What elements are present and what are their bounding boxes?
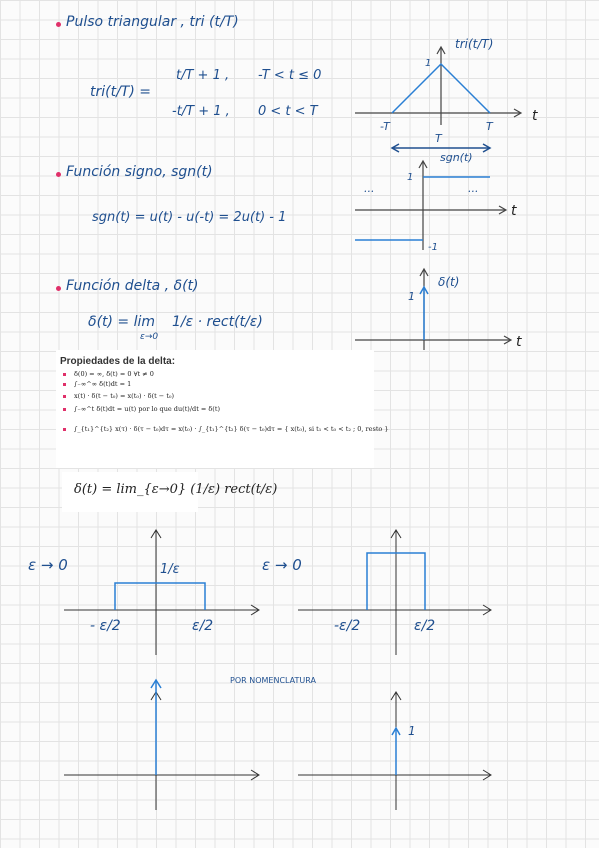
tri-case1-expr: t/T + 1 , bbox=[176, 68, 230, 83]
tri-peak-label: 1 bbox=[425, 58, 431, 69]
properties-title: Propiedades de la delta: bbox=[60, 356, 176, 367]
rect-wide-pulse bbox=[114, 582, 206, 610]
tri-ylabel: tri(t/T) bbox=[455, 37, 493, 51]
impulse-right-graph bbox=[298, 691, 492, 810]
sgn-xlabel: t bbox=[511, 203, 517, 219]
tri-width-label: T bbox=[435, 132, 443, 145]
properties-list: δ(0) = ∞, δ(t) = 0 ∀t ≠ 0 ∫₋∞^∞ δ(t)dt =… bbox=[60, 370, 389, 447]
rect-right-neg-label: -ε/2 bbox=[334, 618, 361, 634]
sgn-ylabel: sgn(t) bbox=[440, 151, 473, 164]
sgn-formula: sgn(t) = u(t) - u(-t) = 2u(t) - 1 bbox=[92, 210, 287, 225]
tri-right-label: T bbox=[486, 120, 494, 133]
sgn-bottom-label: -1 bbox=[428, 242, 438, 253]
rect-narrow-graph bbox=[298, 529, 492, 655]
rect-left-pos-label: ε/2 bbox=[192, 618, 214, 634]
rect-left-neg-label: - ε/2 bbox=[90, 618, 121, 634]
bullet-tri bbox=[56, 22, 61, 27]
nomenclature-label: POR NOMENCLATURA bbox=[230, 676, 316, 685]
delta-formula-lhs: δ(t) = lim bbox=[88, 314, 156, 330]
tri-heading: Pulso triangular , tri (t/T) bbox=[66, 14, 239, 30]
delta-impulse-label: 1 bbox=[408, 290, 415, 303]
tri-width-arrow-right bbox=[482, 143, 492, 153]
tri-left-label: -T bbox=[380, 120, 391, 133]
bullet-sgn bbox=[56, 172, 61, 177]
property-item: x(t) · δ(t − t₀) = x(t₀) · δ(t − t₀) bbox=[60, 392, 389, 405]
tri-case2-expr: -t/T + 1 , bbox=[172, 104, 230, 119]
delta-formula-rhs: 1/ε · rect(t/ε) bbox=[172, 314, 263, 330]
delta-x-arrowhead bbox=[503, 335, 513, 345]
sgn-top-label: 1 bbox=[407, 172, 413, 183]
sgn-x-arrowhead bbox=[498, 205, 508, 215]
property-item: ∫₋∞^∞ δ(t)dt = 1 bbox=[60, 380, 389, 392]
impulse-left-spike-arrowhead bbox=[150, 678, 162, 689]
rect-right-pos-label: ε/2 bbox=[414, 618, 436, 634]
tri-pulse-curve bbox=[391, 62, 491, 114]
tri-case1-cond: -T < t ≤ 0 bbox=[258, 68, 322, 83]
delta-graph: δ(t) t 1 bbox=[355, 267, 522, 350]
impulse-one-label: 1 bbox=[408, 724, 416, 738]
properties-panel bbox=[56, 350, 374, 468]
rect-height-label: 1/ε bbox=[160, 562, 180, 577]
delta-formula-sub: ε→0 bbox=[140, 332, 159, 342]
property-item: ∫_{t₁}^{t₂} x(τ) · δ(τ − t₀)dτ = x(t₀) ·… bbox=[60, 425, 389, 447]
bullet-delta bbox=[56, 286, 61, 291]
tri-x-arrowhead bbox=[513, 108, 523, 118]
sgn-dots-right: ... bbox=[468, 182, 479, 195]
rect-narrow-x-arrowhead bbox=[482, 604, 492, 616]
impulse-left-x-arrowhead bbox=[250, 769, 260, 781]
delta-y-arrowhead bbox=[419, 267, 429, 277]
tri-width-arrow-left bbox=[390, 143, 400, 153]
tri-xlabel: t bbox=[532, 108, 538, 124]
impulse-left-graph bbox=[64, 678, 260, 810]
property-item: ∫₋∞^t δ(t)dt = u(t) por lo que du(t)/dt … bbox=[60, 405, 389, 425]
tri-case2-cond: 0 < t < T bbox=[258, 104, 318, 119]
delta-ylabel: δ(t) bbox=[438, 275, 459, 289]
rect-narrow-pulse bbox=[366, 552, 426, 610]
rect-narrow-y-arrowhead bbox=[390, 529, 402, 539]
tri-graph: tri(t/T) t 1 -T T T bbox=[355, 37, 538, 153]
impulse-right-y-arrowhead bbox=[390, 691, 402, 701]
rect-wide-x-arrowhead bbox=[250, 604, 260, 616]
delta-impulse-arrowhead bbox=[419, 285, 429, 295]
sgn-dots-left: ... bbox=[364, 182, 375, 195]
rect-wide-graph bbox=[64, 529, 260, 655]
delta-heading: Función delta , δ(t) bbox=[66, 278, 199, 294]
tri-lhs: tri(t/T) = bbox=[90, 84, 151, 100]
tri-y-arrowhead bbox=[436, 45, 446, 55]
limit-arrow-right: ε → 0 bbox=[262, 556, 302, 574]
limit-arrow-left: ε → 0 bbox=[28, 556, 68, 574]
rect-wide-y-arrowhead bbox=[150, 529, 162, 539]
sgn-heading: Función signo, sgn(t) bbox=[66, 164, 213, 180]
sgn-graph: sgn(t) t 1 -1 ... ... bbox=[355, 151, 517, 253]
delta-def-formula: δ(t) = lim_{ε→0} (1/ε) rect(t/ε) bbox=[74, 482, 278, 497]
delta-xlabel: t bbox=[516, 334, 522, 350]
impulse-right-x-arrowhead bbox=[482, 769, 492, 781]
delta-def-panel bbox=[62, 472, 198, 512]
impulse-right-spike-arrowhead bbox=[391, 726, 401, 736]
property-item: δ(0) = ∞, δ(t) = 0 ∀t ≠ 0 bbox=[60, 370, 389, 380]
sgn-y-arrowhead bbox=[418, 159, 428, 169]
